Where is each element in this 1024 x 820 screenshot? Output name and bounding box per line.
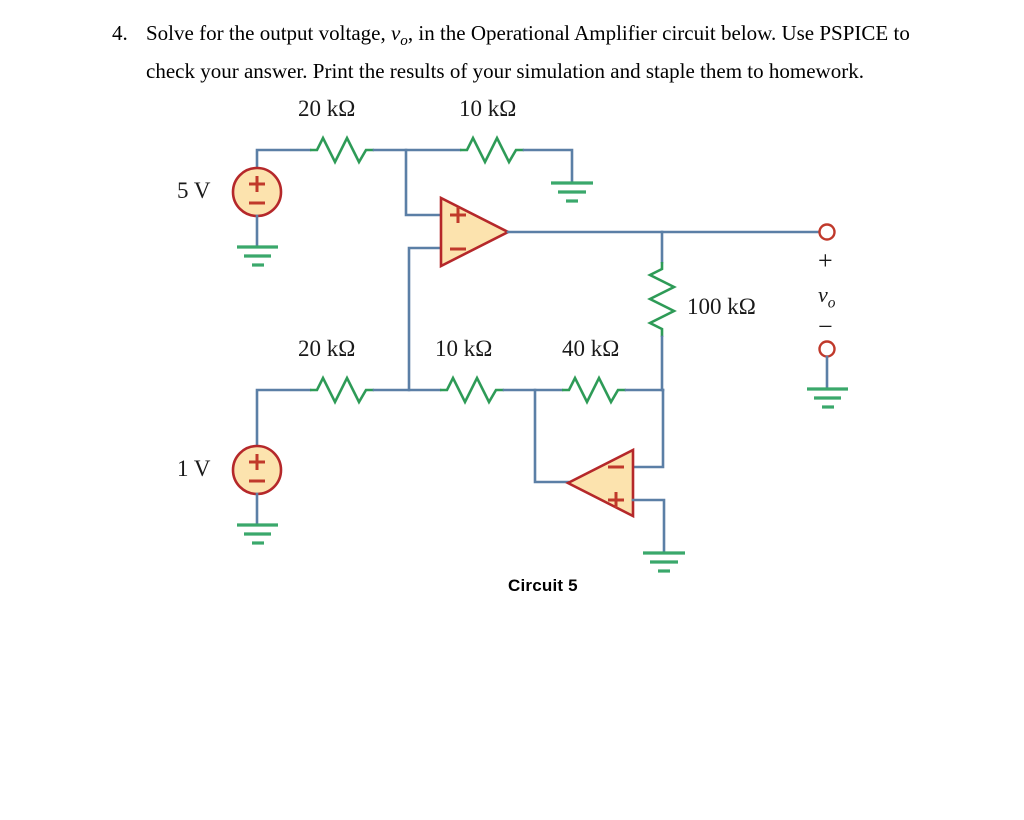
resistor-label-r1: 20 kΩ [298, 96, 356, 121]
problem-variable-subscript: o [400, 33, 408, 50]
output-terminal-top [818, 223, 836, 241]
output-terminal-bottom [818, 340, 836, 390]
resistor-label-r4: 10 kΩ [435, 336, 493, 361]
problem-text: Solve for the output voltage, vo, in the… [146, 18, 952, 86]
wire-opamp2-plus-to-ground [631, 498, 666, 554]
ground-symbol-v2 [237, 523, 278, 545]
resistor-r5-40k-symbol [562, 375, 626, 405]
wire-r2-to-ground [522, 148, 574, 184]
output-port-variable-vo: vo [818, 282, 835, 312]
problem-variable-vo: vo [390, 21, 408, 49]
output-port-variable-letter: v [818, 282, 828, 307]
ground-symbol-opamp2 [643, 551, 685, 573]
wire-v1-to-r1 [255, 148, 312, 170]
ground-symbol-output [807, 387, 848, 409]
problem-variable-letter: v [390, 21, 401, 45]
problem-number: 4. [112, 21, 128, 45]
problem-text-part2: , in the Operational Amplifier circuit b… [146, 21, 910, 84]
voltage-source-label-v1: 5 V [177, 178, 211, 203]
wire-v2-to-r3 [255, 388, 312, 446]
resistor-r2-10k-symbol [460, 135, 524, 165]
ground-symbol-v1 [237, 245, 278, 267]
opamp-u1 [439, 195, 511, 269]
voltage-source-v2 [231, 444, 283, 526]
resistor-r6-100k-symbol [647, 262, 677, 337]
opamp-u2-plus-sign [608, 492, 624, 508]
resistor-label-r2: 10 kΩ [459, 96, 517, 121]
ground-symbol-top [551, 181, 593, 203]
wire-node3-to-opamp2-output [533, 388, 570, 484]
voltage-source-v2-plus-sign [249, 454, 265, 470]
voltage-source-label-v2: 1 V [177, 456, 211, 481]
resistor-label-r6: 100 kΩ [687, 294, 756, 319]
output-port-variable-subscript: o [827, 294, 836, 312]
wire-opamp1-minus-to-bottom-node [407, 246, 443, 392]
opamp-u2 [565, 447, 635, 519]
resistor-label-r3: 20 kΩ [298, 336, 356, 361]
output-port-minus-sign: − [818, 312, 833, 341]
wire-node-to-opamp2-minus [631, 388, 665, 469]
voltage-source-v1 [231, 166, 283, 248]
resistor-r3-20k-symbol [310, 375, 374, 405]
resistor-r1-20k-symbol [310, 135, 374, 165]
opamp-u1-plus-sign [450, 207, 466, 223]
problem-statement: 4. Solve for the output voltage, vo, in … [112, 18, 952, 86]
resistor-r4-10k-symbol [440, 375, 504, 405]
wire-node-to-opamp1-plus [404, 148, 443, 217]
output-port-plus-sign: + [818, 246, 833, 275]
problem-text-part1: Solve for the output voltage, [146, 21, 391, 45]
voltage-source-v1-plus-sign [249, 176, 265, 192]
resistor-label-r5: 40 kΩ [562, 336, 620, 361]
circuit-caption: Circuit 5 [508, 576, 578, 595]
